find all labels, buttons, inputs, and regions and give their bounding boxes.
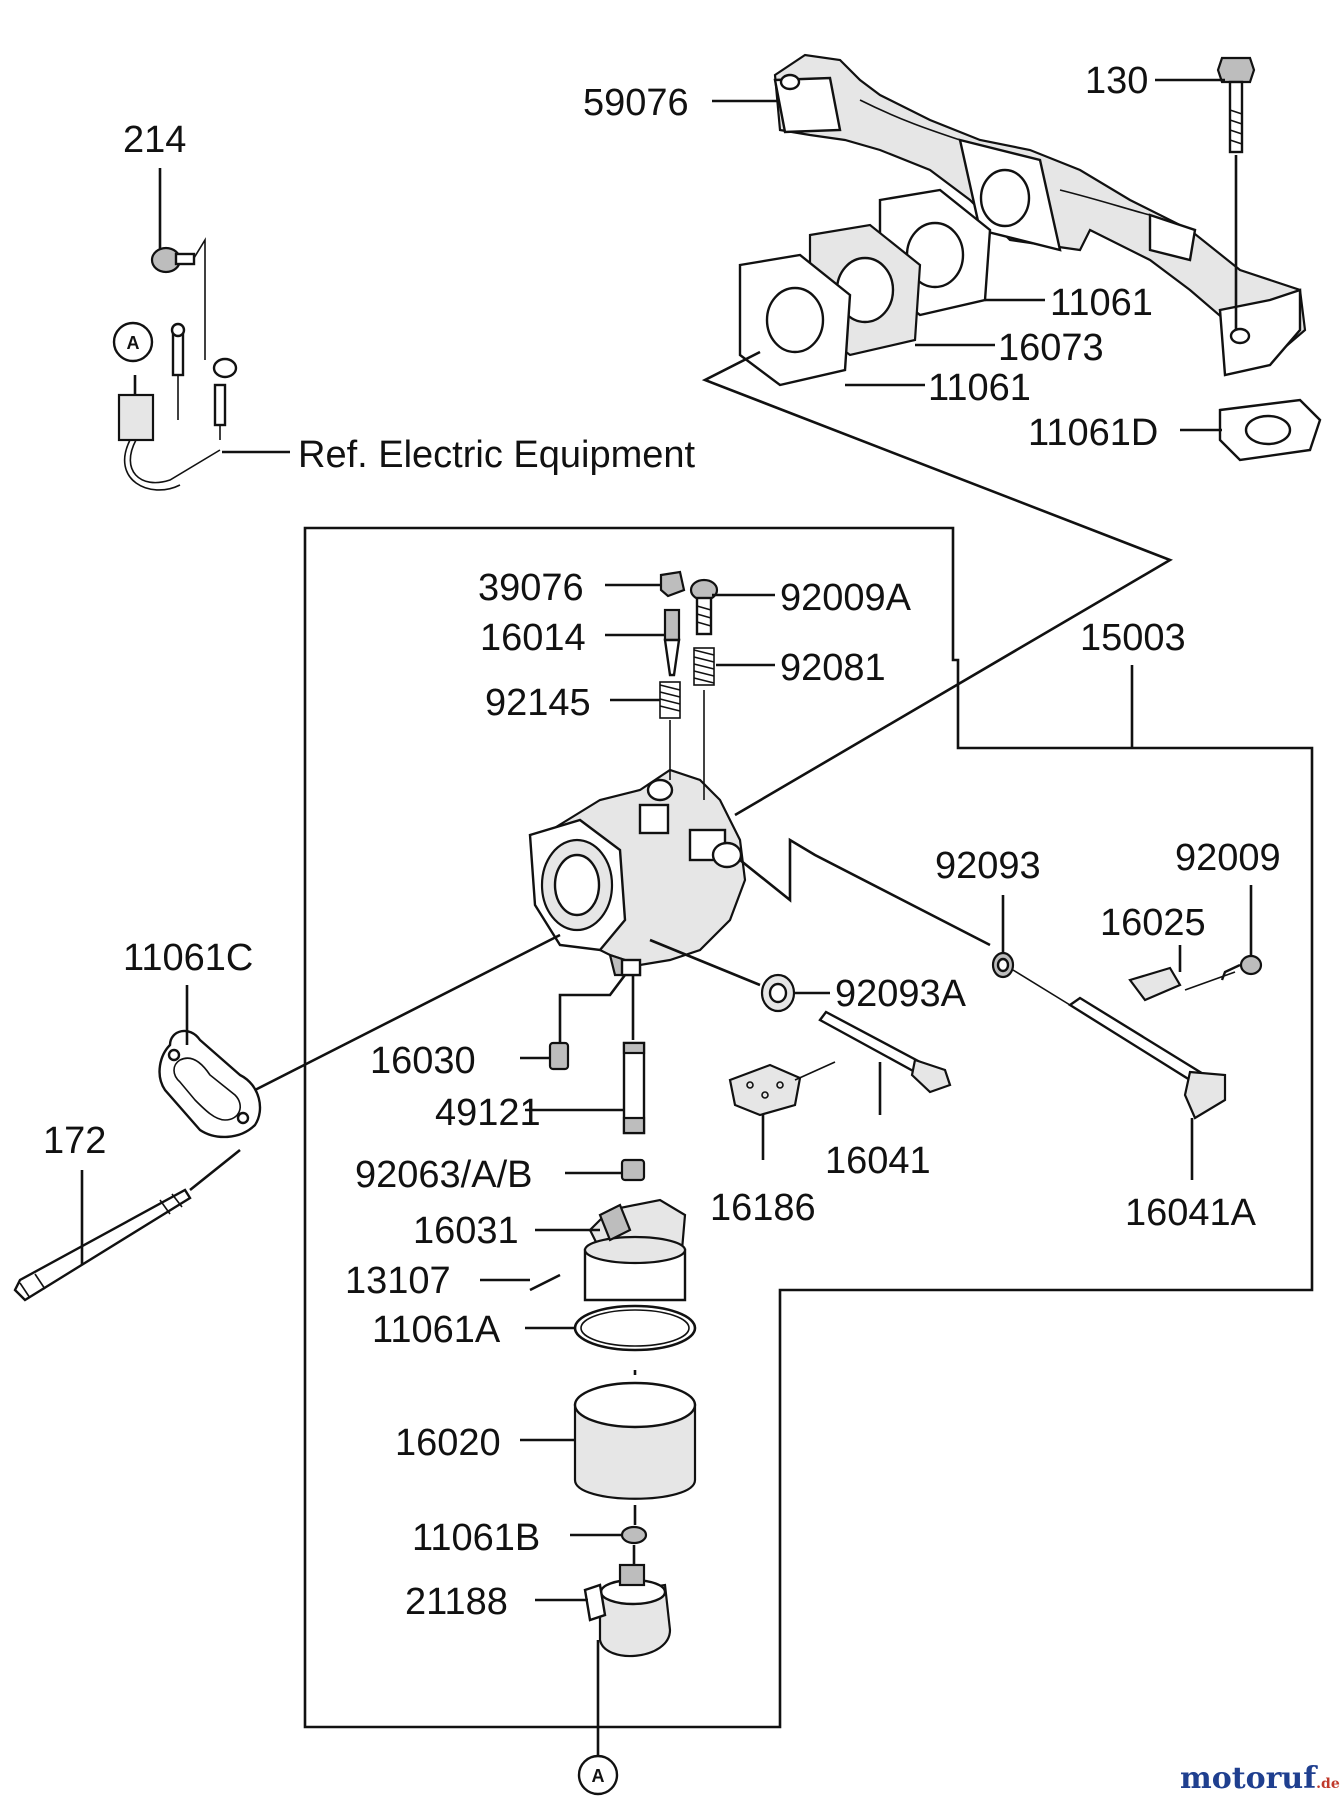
label-92093: 92093 [935, 845, 1041, 887]
label-92093A: 92093A [835, 973, 967, 1015]
label-16186: 16186 [710, 1187, 816, 1229]
jet-92063 [620, 1158, 646, 1182]
solenoid-21188 [583, 1563, 672, 1658]
screw-214 [150, 246, 196, 274]
watermark-logo: motoruf.de [1180, 1761, 1340, 1796]
label-172: 172 [43, 1120, 106, 1162]
spring-92145 [659, 681, 681, 719]
label-16041A: 16041A [1125, 1192, 1257, 1234]
screw-92009 [1220, 954, 1263, 981]
shaft-16041 [818, 1010, 952, 1094]
label-214: 214 [123, 119, 186, 161]
label-92081: 92081 [780, 647, 886, 689]
plate-16186 [728, 1063, 802, 1117]
label-11061-top: 11061 [1050, 282, 1153, 324]
gasket-11061D [1218, 398, 1322, 462]
gasket-ring-11061A [573, 1304, 697, 1352]
screw-92009A [689, 578, 719, 636]
label-11061-mid: 11061 [928, 367, 1031, 409]
spring-92081 [693, 647, 715, 686]
label-92009: 92009 [1175, 837, 1281, 879]
float-bowl-16020 [573, 1381, 697, 1500]
label-59076: 59076 [583, 82, 689, 124]
seal-92093 [991, 951, 1015, 979]
label-49121: 49121 [435, 1092, 541, 1134]
bolt-130 [1216, 56, 1256, 330]
needle-16014 [663, 608, 681, 677]
leader-lines [80, 78, 1253, 1602]
callout-A-top: A [112, 321, 154, 363]
label-16014: 16014 [480, 617, 586, 659]
gasket-11061C [158, 1029, 262, 1139]
label-11061C: 11061C [123, 937, 253, 979]
seal-92093A [760, 973, 796, 1013]
label-92063AB: 92063/A/B [355, 1154, 532, 1196]
callout-A-bottom-text: A [592, 1766, 605, 1786]
label-16041: 16041 [825, 1140, 931, 1182]
plate-16025 [1128, 966, 1182, 1002]
label-92145: 92145 [485, 682, 591, 724]
label-16025: 16025 [1100, 902, 1206, 944]
watermark-suffix: .de [1316, 1776, 1340, 1792]
float-16031 [583, 1198, 687, 1302]
pin-13107 [529, 1273, 561, 1292]
assembly-frame-15003 [303, 526, 1314, 1729]
jet-16030 [548, 1041, 570, 1071]
nozzle-49121 [622, 1041, 646, 1135]
clip-39076 [659, 570, 686, 598]
label-16030: 16030 [370, 1040, 476, 1082]
gasket-11061-mid [738, 253, 852, 387]
label-11061B: 11061B [412, 1517, 540, 1559]
label-11061A: 11061A [372, 1309, 501, 1351]
manifold-link-line [701, 350, 1173, 817]
stud-172 [13, 1188, 192, 1302]
label-21188: 21188 [405, 1581, 508, 1623]
label-16020: 16020 [395, 1422, 501, 1464]
carburetor-body-15003 [528, 768, 747, 977]
callout-A-top-text: A [127, 333, 140, 353]
label-16031: 16031 [413, 1210, 519, 1252]
callout-A-bottom: A [577, 1754, 619, 1796]
watermark-main: motoruf [1180, 1761, 1318, 1796]
label-15003: 15003 [1080, 617, 1186, 659]
shaft-16041A [1067, 996, 1227, 1120]
label-11061D: 11061D [1028, 412, 1158, 454]
label-ref-electric-equipment: Ref. Electric Equipment [298, 434, 695, 476]
label-39076: 39076 [478, 567, 584, 609]
electric-lead-assembly [117, 237, 238, 491]
label-130: 130 [1085, 60, 1148, 102]
label-92009A: 92009A [780, 577, 912, 619]
label-13107: 13107 [345, 1260, 451, 1302]
washer-11061B [620, 1525, 648, 1545]
label-16073: 16073 [998, 327, 1104, 369]
manifold-59076 [773, 53, 1307, 377]
